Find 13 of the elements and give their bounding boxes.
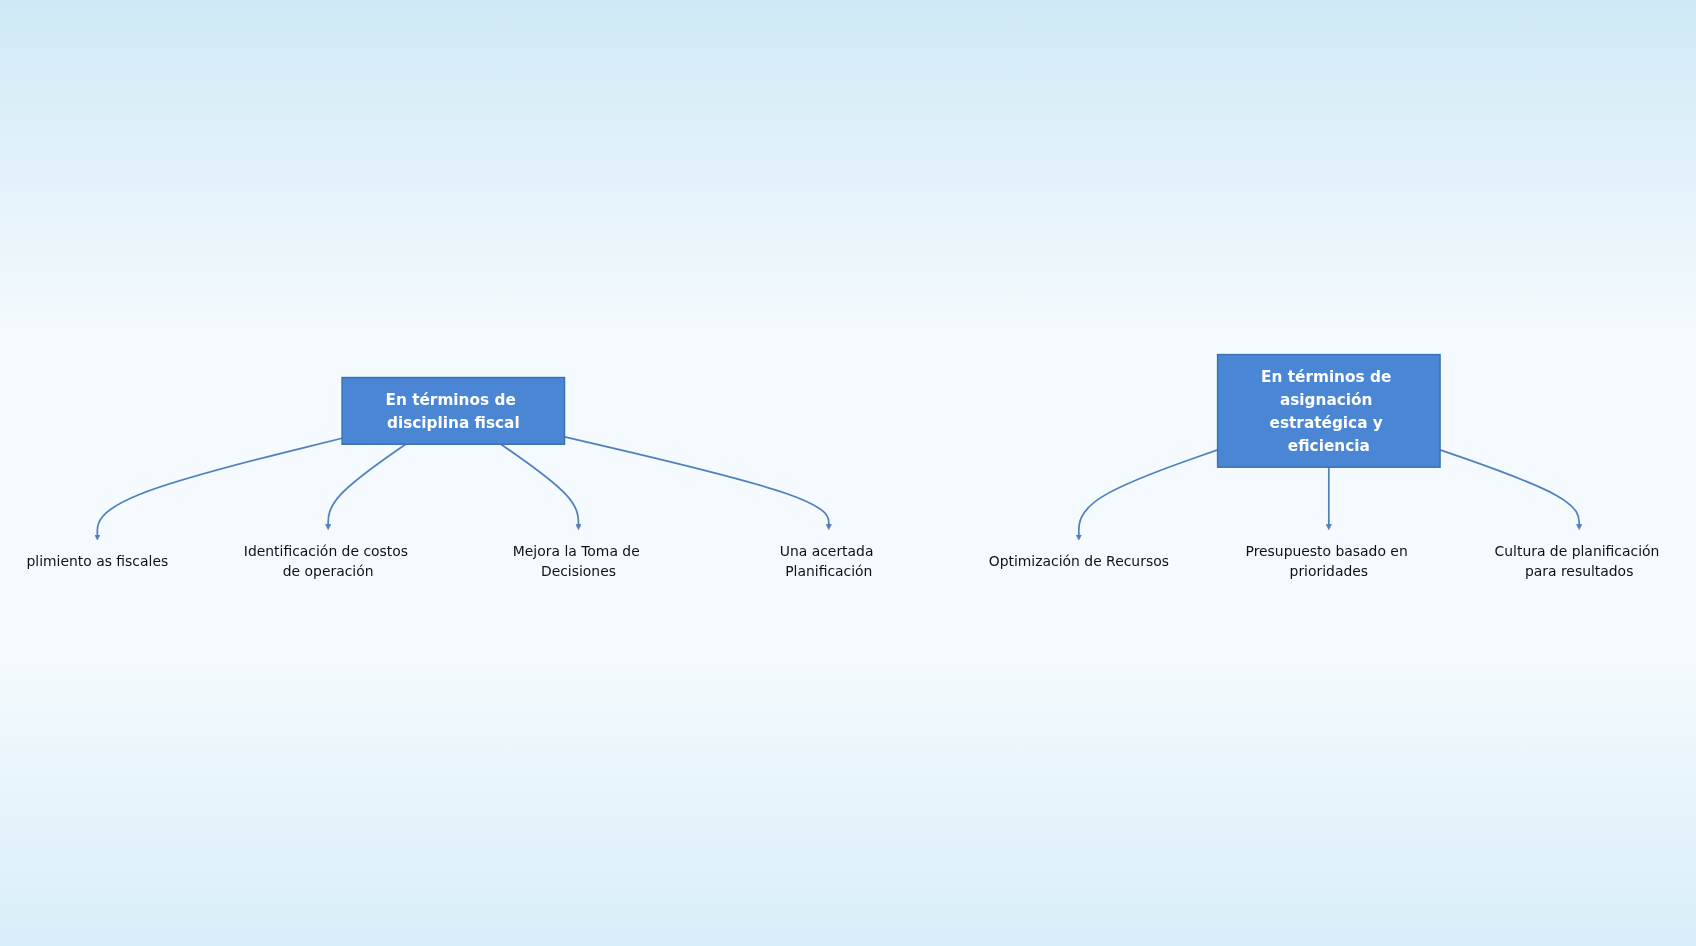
arrow	[1325, 465, 1332, 530]
node-text: plimiento as fiscales	[26, 552, 169, 569]
arrow	[500, 442, 582, 530]
node-text: Presupuesto basado en prioridades	[1245, 541, 1408, 580]
node-box: En términos de disciplina fiscal	[341, 376, 566, 445]
node-text: Optimización de Recursos	[988, 552, 1169, 569]
node-text: Mejora la Toma de Decisiones	[512, 541, 640, 580]
arrow	[325, 442, 407, 530]
node-text: Identificación de costos de operación	[243, 541, 409, 580]
arrow	[94, 436, 343, 541]
node-text: Cultura de planificación para resultados	[1494, 541, 1660, 580]
node-text: Una acertada Planificación	[779, 541, 874, 580]
node-box: En términos de asignación estratégica y eficiencia	[1216, 353, 1441, 468]
